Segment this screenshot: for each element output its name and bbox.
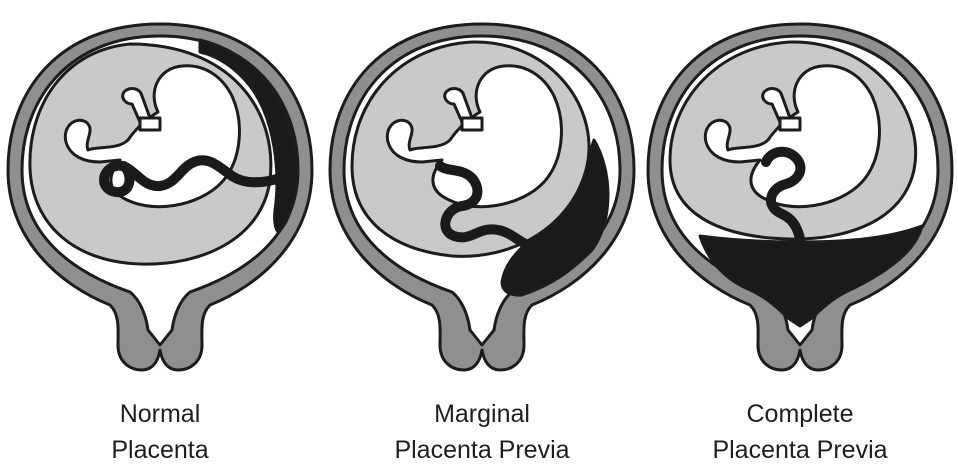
panel-complete: Complete Placenta Previa (640, 0, 958, 471)
uterus-diagram-normal (0, 0, 320, 395)
caption-line-1: Normal (0, 396, 320, 432)
uterus-diagram-complete (640, 0, 958, 395)
panel-marginal: Marginal Placenta Previa (322, 0, 642, 471)
fetus-foot (780, 118, 800, 130)
caption-line-2: Placenta Previa (322, 432, 642, 468)
caption-line-2: Placenta (0, 432, 320, 468)
panel-normal: Normal Placenta (0, 0, 320, 471)
fetus-foot (462, 118, 482, 130)
caption-line-2: Placenta Previa (640, 432, 958, 468)
caption-line-1: Complete (640, 396, 958, 432)
caption-normal: Normal Placenta (0, 396, 320, 468)
caption-line-1: Marginal (322, 396, 642, 432)
fetus-foot (140, 118, 160, 130)
caption-complete: Complete Placenta Previa (640, 396, 958, 468)
uterus-diagram-marginal (322, 0, 642, 395)
caption-marginal: Marginal Placenta Previa (322, 396, 642, 468)
